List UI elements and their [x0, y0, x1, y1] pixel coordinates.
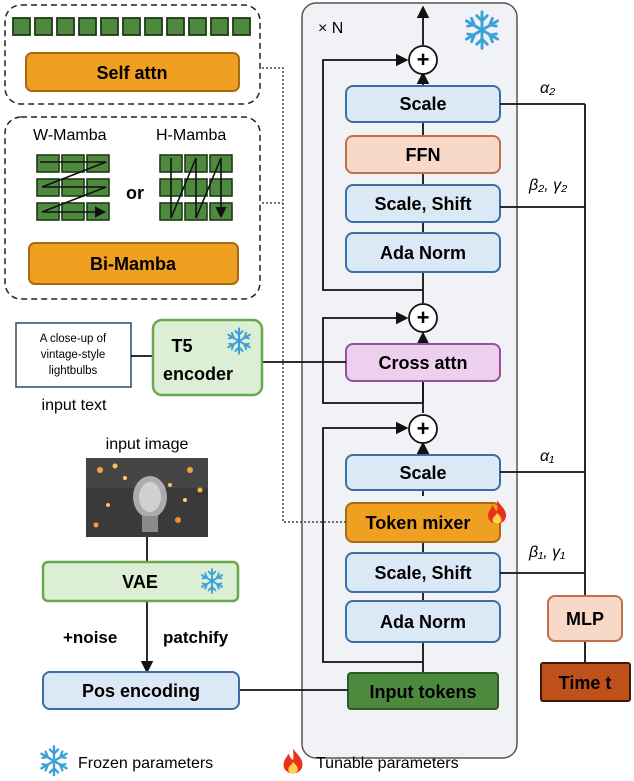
self-attn-option-box — [4, 4, 261, 105]
w-mamba-grid — [36, 154, 110, 221]
svg-text:Cross attn: Cross attn — [378, 353, 467, 373]
token-sequence — [12, 17, 251, 36]
h-mamba-label: H-Mamba — [156, 127, 226, 144]
svg-text:Ada Norm: Ada Norm — [380, 243, 466, 263]
patchify-label: patchify — [163, 628, 229, 647]
legend-frozen: Frozen parameters — [78, 755, 213, 772]
svg-text:FFN: FFN — [406, 145, 441, 165]
svg-text:T5: T5 — [171, 336, 192, 356]
mamba-option-box — [4, 116, 261, 300]
ada-norm-block-bottom: Ada Norm — [345, 600, 501, 643]
svg-text:Scale, Shift: Scale, Shift — [374, 194, 471, 214]
alpha2-label: α₂ — [540, 80, 555, 97]
scale-block-bottom: Scale — [345, 454, 501, 491]
svg-text:VAE: VAE — [122, 572, 158, 592]
svg-text:lightbulbs: lightbulbs — [49, 365, 98, 377]
legend-tunable: Tunable parameters — [316, 755, 459, 772]
svg-text:encoder: encoder — [163, 364, 233, 384]
svg-text:A close-up of: A close-up of — [40, 333, 107, 345]
token-mixer-options-connector — [262, 67, 346, 523]
input-text-caption: input text — [42, 397, 107, 414]
svg-text:Input tokens: Input tokens — [370, 682, 477, 702]
svg-text:+: + — [417, 416, 430, 441]
ada-norm-block-top: Ada Norm — [345, 232, 501, 273]
h-mamba-grid — [159, 154, 233, 221]
beta2-gamma2-label: β₂, γ₂ — [528, 177, 567, 194]
alpha1-label: α₁ — [540, 448, 554, 465]
bi-mamba-block: Bi-Mamba — [28, 242, 239, 285]
svg-text:vintage-style: vintage-style — [41, 349, 106, 361]
mlp-block: MLP — [547, 595, 623, 642]
beta1-gamma1-label: β₁, γ₁ — [528, 544, 565, 561]
input-image — [86, 458, 208, 537]
ffn-block: FFN — [345, 135, 501, 174]
fire-icon — [283, 748, 303, 774]
scale-shift-block-bottom: Scale, Shift — [345, 552, 501, 593]
svg-text:Self attn: Self attn — [96, 63, 167, 83]
svg-text:Scale: Scale — [399, 463, 446, 483]
w-mamba-label: W-Mamba — [33, 127, 107, 144]
input-text-box: A close-up of vintage-style lightbulbs — [15, 322, 132, 388]
svg-text:Bi-Mamba: Bi-Mamba — [90, 254, 177, 274]
svg-text:Scale: Scale — [399, 94, 446, 114]
svg-text:MLP: MLP — [566, 609, 604, 629]
scale-block-top: Scale — [345, 85, 501, 123]
repeat-label: × N — [318, 20, 343, 37]
pos-encoding-block: Pos encoding — [42, 671, 240, 710]
snowflake-icon — [40, 745, 68, 777]
input-image-caption: input image — [106, 436, 189, 453]
svg-text:Pos encoding: Pos encoding — [82, 681, 200, 701]
residual-add-bottom: + — [408, 414, 438, 444]
residual-add-middle: + — [408, 303, 438, 333]
svg-text:Time t: Time t — [559, 673, 612, 693]
svg-text:+: + — [417, 47, 430, 72]
time-t-block: Time t — [540, 662, 631, 702]
t5-encoder-block: T5 encoder — [151, 318, 264, 397]
self-attn-block: Self attn — [25, 52, 240, 92]
scale-shift-block-top: Scale, Shift — [345, 184, 501, 223]
noise-label: +noise — [63, 628, 117, 647]
cross-attn-block: Cross attn — [345, 343, 501, 382]
residual-add-top: + — [408, 45, 438, 75]
svg-text:Scale, Shift: Scale, Shift — [374, 563, 471, 583]
input-tokens-block: Input tokens — [347, 672, 499, 710]
token-mixer-block: Token mixer — [345, 500, 506, 543]
svg-text:+: + — [417, 305, 430, 330]
or-label: or — [126, 183, 144, 203]
vae-block: VAE — [41, 560, 240, 603]
svg-text:Token mixer: Token mixer — [366, 513, 471, 533]
svg-text:Ada Norm: Ada Norm — [380, 612, 466, 632]
